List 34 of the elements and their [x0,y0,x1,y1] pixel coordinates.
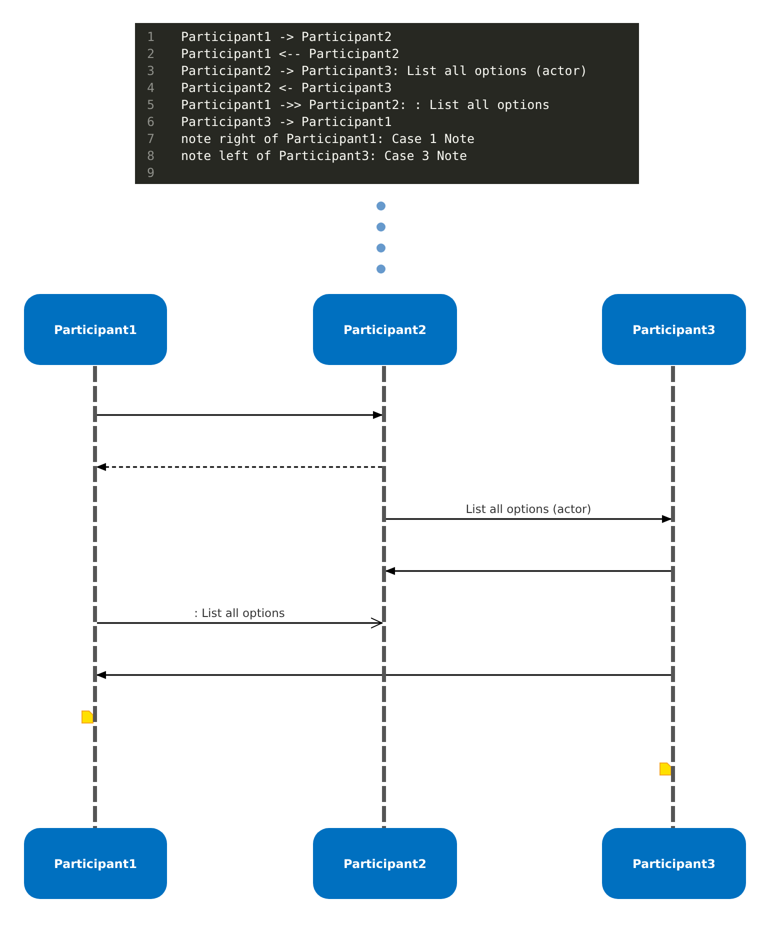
code-line: Participant2 -> Participant3: List all options (actor) [181,63,588,79]
lifeline [93,366,97,828]
participant-box: Participant3 [602,294,746,365]
message-arrow [97,411,383,419]
code-line: note right of Participant1: Case 1 Note [181,131,474,147]
edge-label: List all options (actor) [464,502,594,516]
lifeline [382,366,386,828]
message-arrow [97,618,382,628]
message-arrow [96,463,382,471]
participant-box: Participant1 [24,828,167,899]
line-number: 1 [147,29,155,45]
edge-label: : List all options [192,606,287,620]
message-arrow [385,567,671,575]
line-number: 4 [147,80,155,96]
code-line: Participant1 <-- Participant2 [181,46,400,62]
line-number: 6 [147,114,155,130]
line-number: 2 [147,46,155,62]
line-number: 5 [147,97,155,113]
message-arrow [96,671,671,679]
code-line: note left of Participant3: Case 3 Note [181,148,467,164]
line-number: 8 [147,148,155,164]
line-number: 9 [147,165,155,181]
code-line: Participant1 -> Participant2 [181,29,392,45]
participant-box: Participant2 [313,294,457,365]
line-number: 3 [147,63,155,79]
participant-box: Participant1 [24,294,167,365]
code-line: Participant1 ->> Participant2: : List all options [181,97,550,113]
message-arrow [386,515,672,523]
participant-box: Participant3 [602,828,746,899]
participant-box: Participant2 [313,828,457,899]
line-number: 7 [147,131,155,147]
code-line: Participant3 -> Participant1 [181,114,392,130]
code-line: Participant2 <- Participant3 [181,80,392,96]
lifeline [671,366,675,828]
